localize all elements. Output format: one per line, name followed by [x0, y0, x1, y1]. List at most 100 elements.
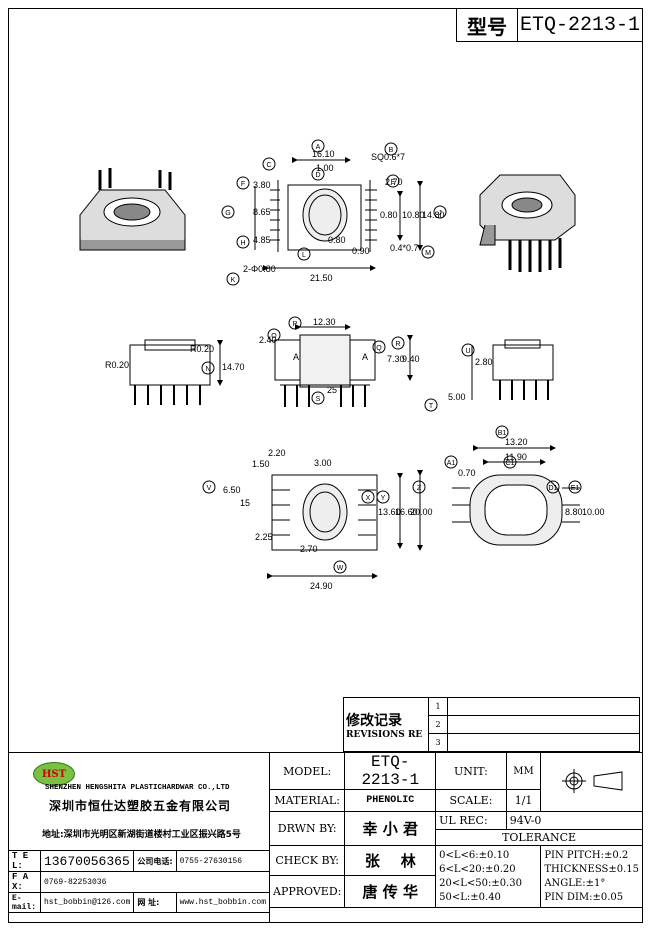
svg-text:L: L	[302, 252, 306, 259]
company-name-en: SHENZHEN HENGSHITA PLASTICHARDWAR CO.,LT…	[45, 784, 230, 792]
callout-letters: A B C D E F G H K L M J O P Q R N S U T …	[205, 144, 579, 572]
ul-value: 94V-0	[505, 811, 644, 830]
dim-text: 4.85	[253, 235, 271, 245]
ul-label: UL REC:	[435, 811, 507, 830]
dim-text: R0.20	[190, 344, 214, 354]
svg-text:D1: D1	[549, 485, 558, 492]
svg-text:F: F	[241, 181, 245, 188]
rev-row	[447, 697, 640, 716]
dim-text: 5.00	[448, 392, 466, 402]
revisions-table: 修改记录 REVISIONS RE 1 2 3	[343, 697, 640, 752]
dim-text: 0.4*0.7	[390, 243, 419, 253]
svg-text:W: W	[337, 565, 344, 572]
dim-text: 16.60	[395, 507, 418, 517]
svg-text:Q: Q	[376, 345, 382, 352]
svg-text:E1: E1	[571, 485, 580, 492]
dim-text: SQ0.6*7	[371, 152, 405, 162]
email-value: hst_bobbin@126.com	[39, 892, 135, 913]
dim-text: 7.30	[387, 354, 405, 364]
dim-text: 2.80	[475, 357, 493, 367]
dim-text: 15	[240, 498, 250, 508]
tel-label: T E L:	[8, 850, 41, 872]
company-address: 地址:深圳市光明区新湖街道楼村工业区振兴路5号	[42, 830, 241, 840]
drawn-value: 幸 小 君	[344, 811, 437, 846]
dim-text: 2.20	[268, 448, 286, 458]
side-view	[471, 339, 554, 400]
dim-text: R0.20	[105, 360, 129, 370]
dim-text: 0.80	[380, 210, 398, 220]
email-label: E-mail:	[8, 892, 41, 913]
dim-text: 1.00	[316, 163, 334, 173]
web-label: 网 址:	[133, 892, 177, 913]
svg-text:A1: A1	[447, 460, 456, 467]
dim-text: 21.50	[310, 273, 333, 283]
dim-text: A	[293, 352, 299, 362]
dim-text: 12.30	[313, 317, 336, 327]
title-block: 型号 ETQ-2213-1	[456, 8, 643, 42]
dim-text: 8.65	[253, 207, 271, 217]
drawing-frame	[8, 8, 643, 923]
dim-text: A	[362, 352, 368, 362]
dim-text: 2.70	[300, 544, 318, 554]
material-value: PHENOLIC	[344, 789, 437, 812]
fax-label: F A X:	[8, 871, 41, 893]
svg-text:N: N	[205, 366, 210, 373]
section-view	[452, 445, 580, 546]
company-name-cn: 深圳市恒仕达塑胶五金有限公司	[49, 799, 232, 813]
approved-label: APPROVED:	[268, 875, 346, 908]
check-value: 张 林	[344, 845, 437, 876]
drawn-label: DRWN BY:	[268, 811, 346, 846]
svg-text:V: V	[207, 485, 212, 492]
company-block: HST SHENZHEN HENGSHITA PLASTICHARDWAR CO…	[8, 752, 270, 923]
model-number: ETQ-2213-1	[519, 13, 641, 37]
svg-text:T: T	[429, 403, 434, 410]
dim-text: 20.00	[410, 507, 433, 517]
dim-text: 3.80	[253, 180, 271, 190]
dim-text: 0.70	[458, 468, 476, 478]
check-label: CHECK BY:	[268, 845, 346, 876]
iso-view-left	[79, 168, 186, 251]
dim-text: 0.80	[328, 235, 346, 245]
projection-symbol	[540, 752, 643, 812]
dim-text: 13.60	[378, 507, 401, 517]
rev-row	[447, 715, 640, 734]
dimension-labels: 16.10 1.00 SQ0.6*7 3.80 2.70 8.65 10.80 …	[105, 149, 605, 591]
web-value: www.hst_bobbin.com	[175, 892, 271, 913]
svg-text:G: G	[225, 210, 230, 217]
dim-text: 2.70	[385, 177, 403, 187]
svg-text:E: E	[391, 179, 396, 186]
svg-text:P: P	[293, 321, 298, 328]
unit-label: UNIT:	[435, 752, 507, 790]
tel-value: 13670056365	[39, 850, 135, 872]
svg-text:C1: C1	[506, 460, 515, 467]
rev-mark: 2	[428, 715, 448, 734]
svg-text:U: U	[465, 348, 470, 355]
rev-mark: 1	[428, 697, 448, 716]
spec-table: MODEL: ETQ-2213-1 UNIT: MM MATERIAL: PHE…	[268, 752, 644, 908]
dim-text: 16.10	[312, 149, 335, 159]
dim-text: 9.40	[402, 354, 420, 364]
unit-value: MM	[505, 752, 542, 790]
material-label: MATERIAL:	[268, 789, 346, 812]
first-angle-projection-icon	[561, 768, 623, 793]
svg-text:C: C	[266, 162, 271, 169]
svg-text:B1: B1	[498, 430, 507, 437]
company-logo: HST	[33, 762, 75, 786]
svg-text:J: J	[438, 210, 442, 217]
scale-label: SCALE:	[435, 789, 507, 812]
svg-text:X: X	[366, 495, 371, 502]
dim-text: 3.00	[314, 458, 332, 468]
top-view	[254, 157, 423, 271]
model-label: 型号	[457, 9, 518, 41]
dim-text: 24.90	[310, 581, 333, 591]
svg-text:B: B	[389, 147, 394, 154]
approved-value: 唐 传 华	[344, 875, 437, 908]
tolerance-label: TOLERANCE	[435, 829, 643, 846]
svg-text:O: O	[271, 333, 277, 340]
svg-text:K: K	[231, 277, 236, 284]
dim-text: 11.90	[505, 452, 527, 462]
bottom-view	[267, 470, 423, 579]
svg-text:D: D	[315, 172, 320, 179]
rev-mark: 3	[428, 733, 448, 752]
model-value: ETQ-2213-1	[344, 752, 437, 790]
